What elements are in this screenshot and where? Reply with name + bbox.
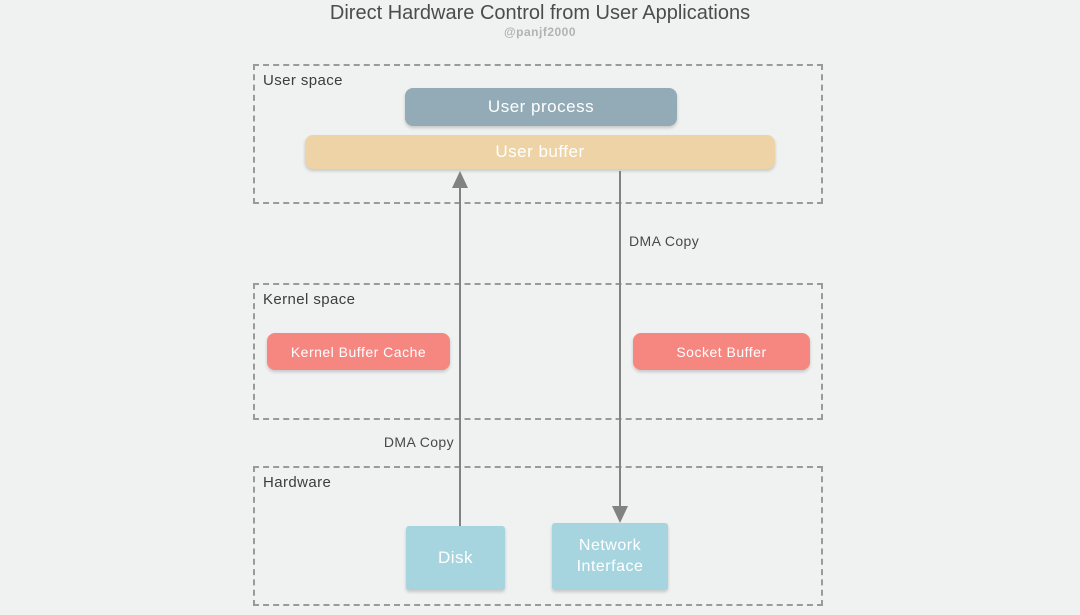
node-disk: Disk — [406, 526, 505, 590]
diagram-subtitle: @panjf2000 — [503, 25, 577, 39]
node-network-interface: Network Interface — [552, 523, 668, 590]
region-user-space: User space User process User buffer — [253, 64, 823, 204]
region-kernel-space-label: Kernel space — [263, 291, 356, 308]
dma-copy-label-disk-path: DMA Copy — [383, 434, 454, 450]
dma-arrow-user-buffer-to-network-interface-line — [619, 171, 621, 507]
diagram-title: Direct Hardware Control from User Applic… — [329, 2, 751, 24]
node-socket-buffer: Socket Buffer — [633, 333, 810, 370]
node-user-buffer: User buffer — [305, 135, 775, 169]
region-kernel-space: Kernel space Kernel Buffer Cache Socket … — [253, 283, 823, 420]
dma-arrow-disk-to-user-buffer-line — [459, 187, 461, 526]
node-kernel-buffer-cache: Kernel Buffer Cache — [267, 333, 450, 370]
region-user-space-label: User space — [263, 72, 343, 89]
dma-copy-label-network-path: DMA Copy — [629, 233, 700, 249]
region-hardware-label: Hardware — [263, 474, 332, 491]
node-user-process: User process — [405, 88, 677, 126]
arrowhead-up-icon — [452, 171, 468, 188]
region-hardware: Hardware Disk Network Interface — [253, 466, 823, 606]
arrowhead-down-icon — [612, 506, 628, 523]
